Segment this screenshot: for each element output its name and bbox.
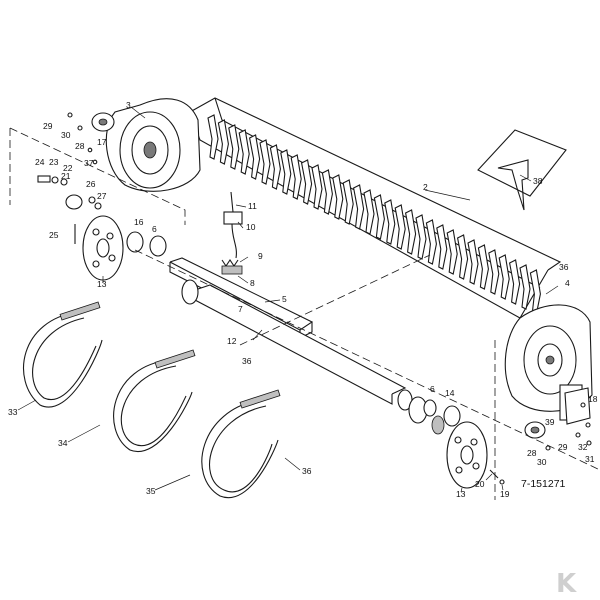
rotor-tine	[352, 184, 365, 230]
rotor-tine	[280, 149, 292, 195]
callout-29a: 29	[43, 121, 53, 131]
callout-34: 34	[58, 438, 68, 448]
rotor-tine	[425, 219, 437, 265]
callout-21: 21	[61, 171, 71, 181]
callout-19: 19	[500, 489, 510, 499]
callout-11: 11	[248, 201, 257, 211]
callout-6a: 6	[152, 224, 157, 234]
rotor-tine	[363, 189, 375, 235]
logo-letter: K	[556, 569, 577, 599]
callout-28b: 28	[527, 448, 537, 458]
right-bearing	[524, 421, 581, 451]
drive-tube-and-shaft	[169, 257, 445, 435]
rotor-tine	[456, 234, 469, 280]
rotor-tine	[415, 214, 427, 260]
callout-7: 7	[238, 304, 243, 314]
brand-logo: K	[556, 569, 577, 599]
callout-9: 9	[258, 251, 263, 261]
callout-30b: 30	[537, 457, 547, 467]
callout-36b: 36	[302, 466, 312, 476]
right-hardware	[489, 387, 592, 485]
callout-35: 35	[146, 486, 156, 496]
rotor-tine	[477, 244, 489, 290]
callout-32: 32	[578, 442, 588, 452]
callout-29b: 29	[558, 442, 568, 452]
rotor-tine	[321, 169, 333, 215]
callout-38: 38	[533, 176, 543, 186]
spring-bracket-assembly	[221, 191, 243, 275]
rotor-tine	[311, 164, 323, 210]
left-end-cap	[105, 98, 201, 192]
rotor-tine	[519, 264, 531, 310]
callouts: 2 3 4 5 6 6 7 8 9 10 11 12 13 13 14 16 1…	[8, 100, 598, 499]
rotor-tine	[217, 119, 229, 165]
rotor-tine	[238, 129, 250, 175]
callout-12: 12	[227, 336, 237, 346]
right-disc	[423, 399, 488, 489]
callout-14: 14	[445, 388, 455, 398]
callout-4: 4	[565, 278, 570, 288]
rotor-tine	[488, 249, 500, 295]
rotor-tine	[228, 124, 240, 170]
callout-23: 23	[49, 157, 59, 167]
rotor-tine	[508, 259, 521, 305]
rotor-tine	[467, 239, 479, 285]
callout-31: 31	[585, 454, 595, 464]
drawing-reference-number: 7-151271	[521, 478, 566, 490]
rotor-tine	[332, 174, 344, 220]
callout-27: 27	[97, 191, 107, 201]
callout-36c: 36	[559, 262, 569, 272]
rotor-tine	[436, 224, 448, 270]
callout-30a: 30	[61, 130, 71, 140]
callout-8: 8	[250, 278, 255, 288]
rotor-tine	[394, 204, 406, 250]
callout-36a: 36	[242, 356, 252, 366]
spring-band-33	[23, 301, 103, 408]
rotor-tine	[404, 209, 417, 255]
callout-25: 25	[49, 230, 59, 240]
assembly-lines	[9, 127, 600, 500]
spring-band-34	[113, 349, 196, 453]
rotor-tine	[207, 114, 219, 160]
callout-37: 37	[84, 158, 94, 168]
rotor-tine	[290, 154, 302, 200]
callout-6b: 6	[430, 384, 435, 394]
rotor-tine	[373, 194, 385, 240]
callout-17: 17	[97, 137, 107, 147]
callout-33: 33	[8, 407, 18, 417]
left-bearing	[67, 112, 115, 132]
callout-5: 5	[282, 294, 287, 304]
spring-band-35	[201, 389, 281, 499]
callout-18: 18	[588, 394, 598, 404]
callout-13b: 13	[456, 489, 466, 499]
tine-clip-detail	[477, 129, 567, 211]
callout-22: 22	[63, 163, 73, 173]
rotor-tines	[207, 114, 541, 315]
left-disc	[82, 215, 167, 281]
callout-24: 24	[35, 157, 45, 167]
callout-16: 16	[134, 217, 144, 227]
leader-lines	[17, 106, 559, 493]
rotor-tine	[259, 139, 271, 185]
rotor-tine	[300, 159, 313, 205]
left-hardware	[37, 147, 102, 244]
rotor-tine	[384, 199, 396, 245]
tine-rotor-assembly	[189, 97, 562, 319]
rotor-tine	[248, 134, 261, 180]
callout-39: 39	[545, 417, 555, 427]
callout-2: 2	[423, 182, 428, 192]
rotor-tine	[446, 229, 458, 275]
callout-28a: 28	[75, 141, 85, 151]
rotor-tine	[529, 269, 541, 315]
callout-13a: 13	[97, 279, 107, 289]
callout-26: 26	[86, 179, 96, 189]
rotor-tine	[498, 254, 510, 300]
callout-20: 20	[475, 479, 485, 489]
callout-10: 10	[246, 222, 256, 232]
rotor-tine	[342, 179, 354, 225]
callout-3: 3	[126, 100, 131, 110]
rotor-tine	[269, 144, 281, 190]
